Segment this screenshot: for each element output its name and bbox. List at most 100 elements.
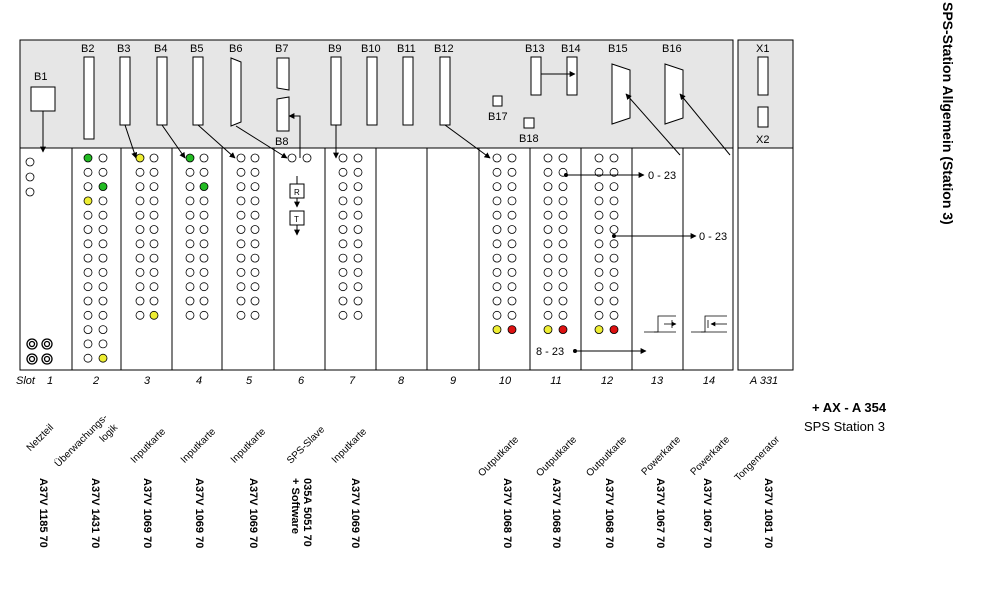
connector-label: B6 bbox=[229, 43, 242, 55]
led bbox=[83, 153, 93, 163]
led bbox=[594, 325, 604, 335]
led bbox=[236, 153, 246, 163]
led bbox=[185, 153, 195, 163]
led bbox=[83, 282, 93, 292]
led bbox=[250, 253, 260, 263]
slot-number: 1 bbox=[47, 375, 53, 387]
led bbox=[149, 153, 159, 163]
led bbox=[236, 225, 246, 234]
module-name: Outputkarte bbox=[476, 434, 521, 479]
slot-number: 12 bbox=[601, 375, 613, 387]
part-number: A37V 1431 70 bbox=[89, 478, 101, 548]
led bbox=[609, 196, 619, 206]
led bbox=[492, 167, 502, 177]
led bbox=[199, 225, 209, 234]
connector-label: B4 bbox=[154, 43, 167, 55]
part-number: A37V 1067 70 bbox=[654, 478, 666, 548]
led bbox=[492, 210, 502, 220]
part-number: A37V 1067 70 bbox=[701, 478, 713, 548]
led bbox=[236, 253, 246, 263]
led bbox=[135, 282, 145, 292]
led bbox=[543, 253, 553, 263]
slot-number: 3 bbox=[144, 375, 151, 387]
led bbox=[338, 210, 348, 220]
led bbox=[353, 239, 363, 249]
led bbox=[507, 310, 517, 320]
module-name: Inputkarte bbox=[129, 426, 169, 466]
led bbox=[353, 282, 363, 292]
led bbox=[83, 225, 93, 234]
slot-label: Slot bbox=[16, 375, 36, 387]
module-name: Powerkarte bbox=[689, 434, 733, 478]
led bbox=[492, 282, 502, 292]
led bbox=[83, 296, 93, 306]
led bbox=[353, 267, 363, 277]
led bbox=[338, 153, 348, 163]
led bbox=[25, 157, 35, 167]
connector-shapes bbox=[30, 56, 769, 140]
connector-b14 bbox=[566, 56, 578, 96]
led bbox=[338, 267, 348, 277]
led bbox=[185, 282, 195, 292]
led bbox=[558, 310, 568, 320]
connector-label: B7 bbox=[275, 43, 288, 55]
led bbox=[149, 296, 159, 306]
led bbox=[594, 267, 604, 277]
led bbox=[543, 210, 553, 220]
led bbox=[185, 239, 195, 249]
led bbox=[135, 253, 145, 263]
connector-label: B8 bbox=[275, 136, 288, 148]
led bbox=[302, 153, 312, 163]
led bbox=[236, 267, 246, 277]
led bbox=[185, 253, 195, 263]
led bbox=[543, 239, 553, 249]
connector-label: B10 bbox=[361, 43, 381, 55]
led bbox=[98, 153, 108, 163]
part-number: A37V 1069 70 bbox=[247, 478, 259, 548]
led bbox=[609, 267, 619, 277]
led-indicators bbox=[25, 153, 619, 363]
led bbox=[135, 210, 145, 220]
led bbox=[135, 182, 145, 192]
led bbox=[287, 153, 297, 163]
led bbox=[236, 296, 246, 306]
led bbox=[507, 325, 517, 335]
slot-number: A 331 bbox=[749, 375, 778, 387]
led bbox=[83, 210, 93, 220]
connector-b5 bbox=[192, 56, 204, 126]
slot-dividers bbox=[71, 148, 684, 370]
connector-b3 bbox=[119, 56, 131, 126]
led bbox=[98, 167, 108, 177]
part-numbers: A37V 1185 70 A37V 1431 70 A37V 1069 70 A37V… bbox=[37, 478, 774, 548]
led bbox=[185, 167, 195, 177]
led bbox=[83, 325, 93, 335]
led bbox=[558, 225, 568, 234]
connector-b16 bbox=[664, 63, 684, 125]
led bbox=[492, 153, 502, 163]
led bbox=[250, 167, 260, 177]
part-number: A37V 1185 70 bbox=[37, 478, 49, 548]
led bbox=[149, 267, 159, 277]
led bbox=[543, 182, 553, 192]
connector-x2 bbox=[757, 106, 769, 128]
module-name: Inputkarte bbox=[330, 426, 370, 466]
led bbox=[492, 296, 502, 306]
led bbox=[135, 153, 145, 163]
led bbox=[338, 239, 348, 249]
led bbox=[594, 310, 604, 320]
led bbox=[135, 267, 145, 277]
led bbox=[98, 353, 108, 363]
range-label-1: 0 - 23 bbox=[648, 170, 676, 182]
led bbox=[507, 296, 517, 306]
led bbox=[594, 182, 604, 192]
r-box-label: R bbox=[294, 188, 300, 197]
part-number: 035A 5051 70 bbox=[301, 478, 313, 547]
led bbox=[149, 210, 159, 220]
led bbox=[236, 239, 246, 249]
led bbox=[558, 282, 568, 292]
led bbox=[199, 153, 209, 163]
led bbox=[543, 325, 553, 335]
led bbox=[594, 253, 604, 263]
